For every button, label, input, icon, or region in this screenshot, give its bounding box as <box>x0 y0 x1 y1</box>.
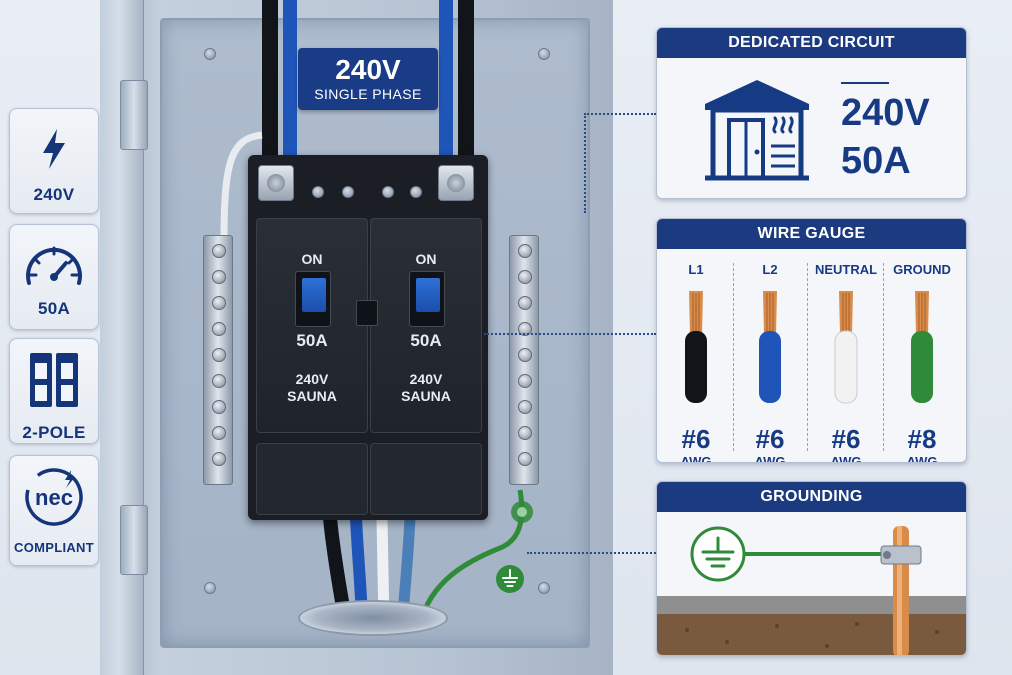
door-hinge-top <box>120 80 148 150</box>
sauna-house-icon <box>705 80 809 181</box>
wire-unit: AWG <box>830 454 862 463</box>
mounting-screw <box>204 48 216 60</box>
neutral-bus-bar-left <box>203 235 233 485</box>
breaker-pole-2[interactable]: ON 50A 240V SAUNA <box>370 218 482 433</box>
ground-bus-bar-right <box>509 235 539 485</box>
black-wire-icon <box>685 291 707 403</box>
dedicated-voltage: 240V <box>841 92 930 134</box>
leader-line-circuit-drop <box>584 113 586 213</box>
breaker-toggle-1[interactable] <box>295 271 331 327</box>
speedometer-icon <box>26 246 82 285</box>
wire-size: #6 <box>831 424 861 454</box>
two-pole-breaker-icon <box>30 353 78 407</box>
wire-divider <box>807 263 808 451</box>
green-wire-icon <box>911 291 933 403</box>
feature-card-two-pole: 2-POLE <box>9 338 99 444</box>
wire-name: L1 <box>688 262 704 277</box>
ground-icon <box>496 565 524 593</box>
breaker-state-label: ON <box>301 251 323 267</box>
wire-l2: L2 #6 AWG <box>732 249 808 463</box>
breaker-state-label: ON <box>415 251 437 267</box>
nec-logo-icon: nec <box>25 468 83 526</box>
lightning-bolt-icon <box>43 129 65 169</box>
dedicated-circuit-card: DEDICATED CIRCUIT 240V 50A <box>656 27 967 199</box>
terminal-screw <box>342 186 354 198</box>
wire-divider <box>883 263 884 451</box>
breaker-toggle-2[interactable] <box>409 271 445 327</box>
breaker-pole-1[interactable]: ON 50A 240V SAUNA <box>256 218 368 433</box>
wire-neutral: NEUTRAL #6 AWG <box>808 249 884 463</box>
breaker-lower-1 <box>256 443 368 515</box>
breaker-rating: 240V SAUNA <box>287 371 337 404</box>
breaker-amperage: 50A <box>410 331 442 350</box>
grounding-title: GROUNDING <box>657 482 966 512</box>
terminal-lug-right <box>438 165 474 201</box>
handle-tie <box>356 300 378 326</box>
wire-name: NEUTRAL <box>814 262 878 277</box>
wire-name: L2 <box>762 262 778 277</box>
blue-wire-icon <box>759 291 781 403</box>
dedicated-amperage: 50A <box>841 140 911 182</box>
ground-rod-icon <box>657 526 966 655</box>
conduit-knockout <box>298 600 448 636</box>
panel-wiring <box>220 0 533 627</box>
wire-gauge-card: WIRE GAUGE L1 #6 AWG L2 #6 AWG NEUTRAL #… <box>656 218 967 463</box>
wire-size: #6 <box>681 424 711 454</box>
wire-size: #8 <box>907 424 937 454</box>
door-hinge-bottom <box>120 505 148 575</box>
dedicated-divider <box>841 82 889 84</box>
wire-size: #6 <box>755 424 785 454</box>
feature-label-compliant: COMPLIANT <box>14 540 94 555</box>
feature-label-voltage: 240V <box>33 185 75 204</box>
breaker-rating: 240V SAUNA <box>401 371 451 404</box>
leader-line-gauge <box>484 333 656 335</box>
mounting-screw <box>538 48 550 60</box>
wire-divider <box>733 263 734 451</box>
svg-text:nec: nec <box>35 485 73 510</box>
grounding-card: GROUNDING <box>656 481 967 656</box>
wire-gauge-title: WIRE GAUGE <box>657 219 966 249</box>
breaker-amperage: 50A <box>296 331 328 350</box>
terminal-screw <box>410 186 422 198</box>
terminal-lug-left <box>258 165 294 201</box>
wire-unit: AWG <box>906 454 938 463</box>
panel-voltage-banner: 240V SINGLE PHASE <box>298 48 438 110</box>
terminal-screw <box>312 186 324 198</box>
white-wire-icon <box>834 291 858 404</box>
feature-label-two-pole: 2-POLE <box>22 423 86 442</box>
wire-l1: L1 #6 AWG <box>658 249 734 463</box>
feature-label-amperage: 50A <box>37 299 71 318</box>
wire-ground: GROUND #8 AWG <box>884 249 960 463</box>
leader-line-grounding <box>527 552 656 554</box>
mounting-screw <box>204 582 216 594</box>
dedicated-circuit-title: DEDICATED CIRCUIT <box>657 28 966 58</box>
wire-unit: AWG <box>754 454 786 463</box>
mounting-screw <box>538 582 550 594</box>
feature-card-amperage: 50A <box>9 224 99 330</box>
terminal-screw <box>382 186 394 198</box>
banner-phase: SINGLE PHASE <box>314 86 422 102</box>
leader-line-circuit <box>584 113 656 115</box>
wire-unit: AWG <box>680 454 712 463</box>
banner-voltage: 240V <box>335 54 401 85</box>
breaker-lower-2 <box>370 443 482 515</box>
wire-name: GROUND <box>893 262 951 277</box>
feature-card-nec: nec COMPLIANT <box>9 455 99 566</box>
feature-card-voltage: 240V <box>9 108 99 214</box>
